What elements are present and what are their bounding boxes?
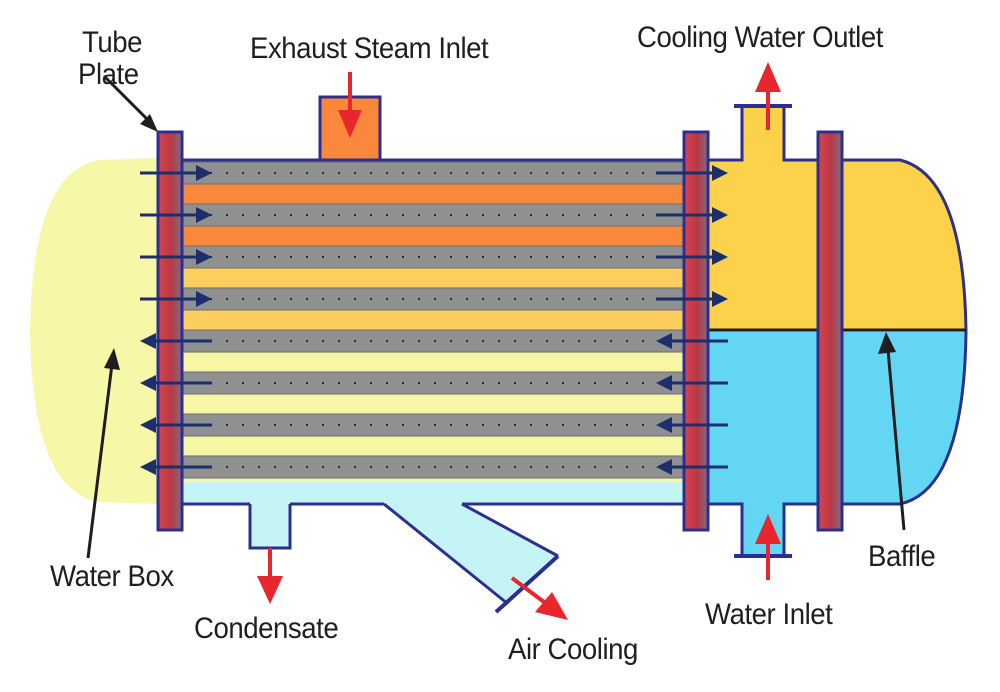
air-cooling-flange xyxy=(494,554,560,614)
left-tube-plate xyxy=(156,130,184,532)
air-cooling-arrow xyxy=(510,576,568,620)
steam-inlet-arrow xyxy=(338,72,362,138)
air-cooling-outline xyxy=(383,502,559,606)
flow-arrow-left xyxy=(656,375,728,391)
flow-arrow-left xyxy=(140,459,212,475)
baffle-pointer xyxy=(878,332,906,531)
outlet-arrow xyxy=(755,62,781,130)
shell-condensate-zone xyxy=(182,482,686,504)
flow-arrow-right xyxy=(140,249,212,265)
flow-arrow-left xyxy=(140,375,212,391)
flow-arrow-left xyxy=(656,459,728,475)
flow-arrow-right xyxy=(140,165,212,181)
right-tube-plate xyxy=(682,130,710,532)
label-air-cooling: Air Cooling xyxy=(508,633,638,666)
condensate-arrow xyxy=(257,548,283,604)
label-tube-plate-line1: Tube xyxy=(82,26,143,59)
label-exhaust-steam-inlet: Exhaust Steam Inlet xyxy=(250,32,489,65)
label-baffle: Baffle xyxy=(868,540,936,573)
flow-arrow-right xyxy=(656,249,728,265)
condensate-outlet xyxy=(248,504,292,550)
flow-arrow-right xyxy=(140,291,212,307)
shell-outline xyxy=(182,158,686,506)
label-tube-plate-line2: Plate xyxy=(78,58,139,91)
flow-arrow-right xyxy=(140,207,212,223)
tube-plate-pointer xyxy=(102,74,158,132)
label-water-inlet: Water Inlet xyxy=(705,598,833,631)
flow-arrow-left xyxy=(140,417,212,433)
flow-arrow-left xyxy=(656,417,728,433)
flow-arrow-right xyxy=(656,165,728,181)
label-cooling-water-outlet: Cooling Water Outlet xyxy=(637,21,883,54)
label-condensate: Condensate xyxy=(194,612,339,645)
inlet-arrow xyxy=(755,514,781,580)
flow-arrow-left xyxy=(656,333,728,349)
air-cooling-outlet xyxy=(384,504,558,604)
label-water-box: Water Box xyxy=(50,560,174,593)
flow-arrow-right xyxy=(656,207,728,223)
flow-arrow-right xyxy=(656,291,728,307)
water-box-pointer xyxy=(86,348,120,559)
flow-arrow-left xyxy=(140,333,212,349)
water-flow-arrows xyxy=(140,165,728,475)
baffle-plate xyxy=(816,130,844,532)
left-water-box xyxy=(30,158,158,504)
